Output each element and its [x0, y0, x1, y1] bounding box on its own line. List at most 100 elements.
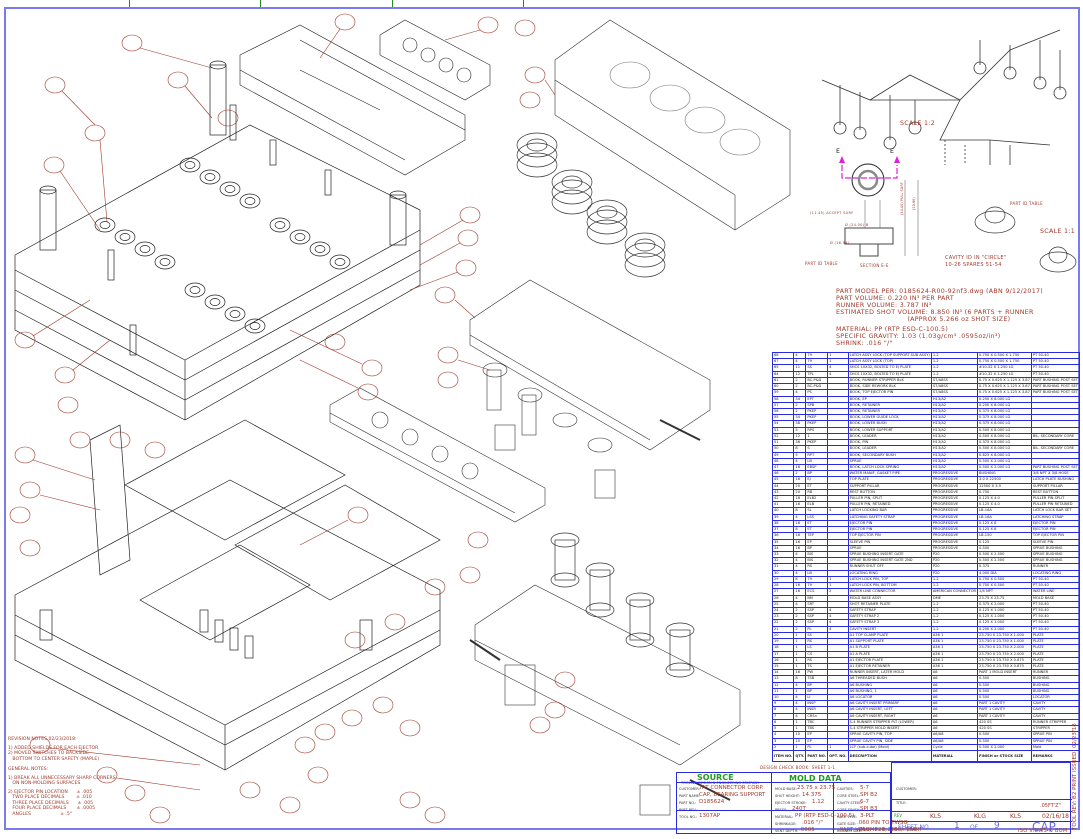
bom-cell: 16 [793, 669, 807, 677]
bom-cell: ET [805, 526, 829, 534]
note-line: RUNNER VOLUME: 3.787 IN³ [836, 302, 932, 309]
bom-cell: 4 [793, 712, 807, 720]
bom-cell: FINISH or STOCK SIZE [977, 750, 1032, 762]
bom-cell: A6 [930, 687, 979, 696]
balloon [419, 229, 479, 266]
bom-cell: SPRUE BUSHING [1030, 557, 1080, 565]
bom-cell: LS [805, 644, 829, 652]
bom-cell: 16 [793, 538, 807, 546]
balloon [14, 299, 91, 349]
bom-cell: 1-2 [930, 600, 979, 608]
bom-cell: 10 [771, 694, 795, 702]
bom-cell: 20 [771, 631, 795, 640]
bom-cell: 4 [771, 731, 795, 739]
balloon [399, 791, 421, 809]
bom-cell: 23.750 X 23.750 X 0.875 [977, 662, 1032, 671]
balloon [524, 66, 556, 96]
top-mold-plate [14, 124, 421, 421]
bom-cell: PL [805, 743, 829, 752]
part-no-label: PART NO.: [679, 801, 697, 805]
bom-cell: 1-2 [930, 606, 979, 615]
bom-cell: 1 [793, 718, 807, 727]
balloon [424, 578, 446, 596]
bom-cell: 2 [771, 743, 795, 752]
bom-cell: BP [805, 687, 829, 696]
bom-cell: PROGRESSIVE [930, 526, 979, 534]
balloon [294, 736, 316, 754]
bom-cell: 3 [771, 737, 795, 745]
balloon [121, 34, 213, 69]
balloon [419, 206, 481, 246]
bom-cell: 16 [793, 463, 807, 472]
bom-cell: BIS [805, 557, 829, 565]
balloon [514, 19, 536, 37]
bom-cell: 1-2 [930, 613, 979, 621]
bom-cell: LATCH LOCK BAR SET [1030, 507, 1080, 515]
bom-cell: 4 [793, 700, 807, 708]
bom-cell: 4 [793, 694, 807, 702]
gate-type-label: GATE TYPE: [837, 815, 858, 819]
cavity-note-2: 10-26 SPARES 51-54 [945, 262, 1002, 268]
bom-cell: PT 50-40 [1030, 600, 1080, 608]
bom-cell: 10 [793, 731, 807, 739]
company-logo: SOURCE [697, 773, 734, 782]
general-notes-title: GENERAL NOTES: [8, 767, 49, 772]
bom-cell: STRIPPER [1030, 725, 1080, 733]
bom-cell: 12 [771, 681, 795, 689]
section-label: SECTION E-E [860, 263, 889, 268]
of-label: OF [970, 824, 979, 831]
zone-tick [260, 0, 261, 7]
balloon [437, 371, 459, 389]
bom-cell: 21 [771, 625, 795, 633]
company-subtitle: TOOLING DESIGN & ENGINEERING COMPANY [681, 781, 760, 785]
bom-cell: 15 [771, 662, 795, 671]
balloon [307, 766, 329, 784]
revision-note: BOTTOM TO CENTER SAFETY (MAPLE) [8, 756, 100, 762]
customer-label: CUSTOMER: [679, 787, 700, 791]
views-footer: ISO VIEWS & BOM [1018, 828, 1068, 834]
bom-cell: 6 [771, 718, 795, 727]
bom-cell: 20 [793, 482, 807, 490]
bom-cell: 4 [793, 550, 807, 559]
bom-cell: P20 [930, 550, 979, 559]
bom-cell: 16 [793, 532, 807, 540]
bom-cell: LATCHING STRAP [1030, 513, 1080, 521]
balloon [299, 359, 379, 401]
runner-size-value: .250, .221, .166, .156 [857, 827, 917, 833]
shrinkage-label: SHRINKAGE: [775, 822, 797, 826]
bom-cell: 32 [771, 557, 795, 565]
gate-type-value: 3-PLT [860, 813, 875, 819]
grid-line [892, 811, 1072, 812]
balloon [319, 13, 356, 59]
bom-cell: 23.750 X 23.750 X 0.875 [977, 656, 1032, 664]
general-note: 1) BREAK ALL UNNECESSARY SHARP CORNERS [8, 775, 116, 781]
design-check-note: DESIGN CHECK BOOK: SHEET 1-1 [760, 765, 836, 770]
core-steel-label: CORE STEEL: [837, 794, 860, 798]
balloon [459, 566, 481, 584]
bom-cell: PROGRESSIVE [930, 482, 979, 490]
bom-cell: PART BUSHING POST SET [1030, 383, 1080, 391]
bom-cell: 1 [793, 687, 807, 696]
core-steel-value: SPI B2 [860, 792, 878, 798]
note-line: SHRINK: .016 "/" [836, 340, 893, 347]
balloon [372, 696, 394, 714]
bom-cell: PT 50-40 [1030, 625, 1080, 633]
bom-cell: 23.750 X 23.750 X 1.000 [977, 631, 1032, 640]
bom-cell: LOCATING RING [1030, 569, 1080, 577]
bom-cell: TEP [805, 532, 829, 540]
balloon [529, 716, 551, 734]
bom-cell: 12 [793, 370, 807, 378]
bom-cell: 23.750 X 23.750 X 2.000 [977, 644, 1032, 652]
press-label: PRESS: [775, 808, 788, 812]
bom-cell: 10 [793, 737, 807, 745]
